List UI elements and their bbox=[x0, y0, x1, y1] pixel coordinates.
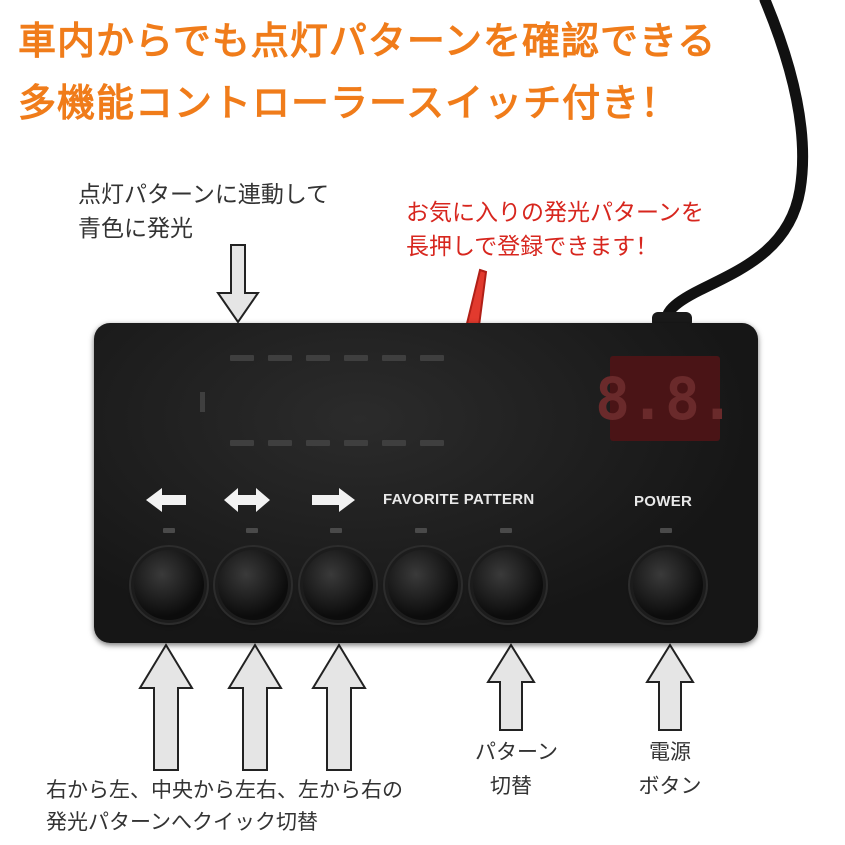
led-side-indicator bbox=[200, 392, 205, 412]
pattern-caption-line-1: パターン bbox=[475, 740, 558, 764]
left-to-right-button[interactable] bbox=[303, 550, 373, 620]
led-segment bbox=[420, 440, 444, 446]
favorite-button[interactable] bbox=[388, 550, 458, 620]
blue-light-note-line-1: 点灯パターンに連動して bbox=[78, 182, 330, 208]
headline-line-1: 車内からでも点灯パターンを確認できる bbox=[18, 19, 717, 63]
favorite-pattern-label: FAVORITE PATTERN bbox=[383, 491, 535, 508]
favorite-note-line-1: お気に入りの発光パターンを bbox=[406, 200, 704, 226]
direction-caption-line-1: 右から左、中央から左右、左から右の bbox=[46, 778, 403, 802]
led-segment bbox=[382, 440, 406, 446]
right-to-left-button[interactable] bbox=[134, 550, 204, 620]
blue-light-note-line-2: 青色に発光 bbox=[78, 216, 193, 242]
up-arrow-icon bbox=[645, 643, 695, 731]
led-segment bbox=[268, 440, 292, 446]
up-arrow-icon bbox=[486, 643, 536, 731]
favorite-note-line-2: 長押しで登録できます！ bbox=[406, 234, 659, 260]
power-caption-line-2: ボタン bbox=[638, 774, 702, 798]
led-segment bbox=[268, 355, 292, 361]
power-button[interactable] bbox=[633, 550, 703, 620]
button-led bbox=[330, 528, 342, 533]
power-caption-line-1: 電源 bbox=[649, 740, 691, 764]
led-segment bbox=[382, 355, 406, 361]
led-segment bbox=[344, 440, 368, 446]
button-led bbox=[500, 528, 512, 533]
up-arrow-icon bbox=[227, 643, 283, 771]
seven-segment-display: 8.8. bbox=[595, 356, 735, 441]
headline-line-2: 多機能コントローラースイッチ付き！ bbox=[18, 81, 680, 125]
center-out-button[interactable] bbox=[218, 550, 288, 620]
led-segment bbox=[306, 440, 330, 446]
led-segment bbox=[230, 355, 254, 361]
button-led bbox=[246, 528, 258, 533]
direction-caption-line-2: 発光パターンへクイック切替 bbox=[46, 810, 318, 834]
led-segment bbox=[344, 355, 368, 361]
button-led bbox=[660, 528, 672, 533]
power-cable bbox=[660, 0, 809, 336]
power-label: POWER bbox=[634, 493, 693, 510]
button-led bbox=[415, 528, 427, 533]
led-segment bbox=[230, 440, 254, 446]
up-arrow-icon bbox=[138, 643, 194, 771]
pattern-button[interactable] bbox=[473, 550, 543, 620]
led-segment bbox=[306, 355, 330, 361]
led-segment bbox=[420, 355, 444, 361]
button-led bbox=[163, 528, 175, 533]
up-arrow-icon bbox=[311, 643, 367, 771]
pattern-caption-line-2: 切替 bbox=[490, 774, 532, 798]
down-arrow-icon bbox=[216, 244, 260, 324]
